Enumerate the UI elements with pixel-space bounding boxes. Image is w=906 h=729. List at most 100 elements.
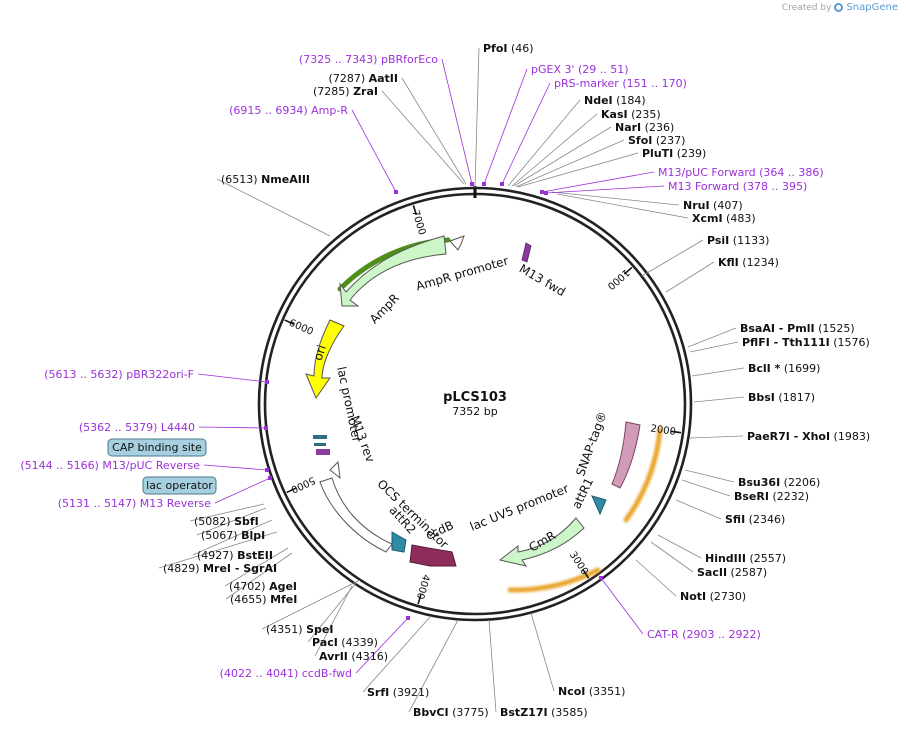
site-leader-line (314, 585, 353, 657)
site-position: (483) (723, 212, 756, 225)
site-leader-line (675, 499, 722, 520)
site-label[interactable]: NcoI (3351) (558, 685, 625, 698)
feature-label-ampr-promoter: AmpR promoter (414, 254, 510, 294)
ocs-terminator-arc (319, 477, 393, 553)
site-leader-line (196, 507, 267, 536)
cap-binding-site-marker (313, 435, 327, 439)
site-position: (1817) (775, 391, 815, 404)
site-label[interactable]: (7287) AatII (329, 72, 398, 85)
primer-label[interactable]: (7325 .. 7343) pBRforEco (299, 53, 438, 66)
site-label[interactable]: SfiI (2346) (725, 513, 785, 526)
site-label[interactable]: NruI (407) (683, 199, 743, 212)
site-position: (3921) (389, 686, 429, 699)
site-label[interactable]: PacI (4339) (312, 636, 378, 649)
site-label[interactable]: (4351) SpeI (266, 623, 333, 636)
site-label[interactable]: Bsu36I (2206) (738, 476, 820, 489)
site-label[interactable]: (6513) NmeAIII (221, 173, 310, 186)
primer-label[interactable]: (5131 .. 5147) M13 Reverse (58, 497, 211, 510)
site-label[interactable]: (7285) ZraI (313, 85, 378, 98)
site-label[interactable]: BstZ17I (3585) (500, 706, 588, 719)
site-name: BstEII (237, 549, 273, 562)
site-label[interactable]: KflI (1234) (718, 256, 779, 269)
site-label[interactable]: NotI (2730) (680, 590, 746, 603)
lac-promoter-arrowhead (329, 460, 341, 480)
site-label[interactable]: XcmI (483) (692, 212, 756, 225)
lac-operator-label: lac operator (146, 479, 213, 492)
primer-leader-line (441, 58, 473, 185)
primer-label[interactable]: (5144 .. 5166) M13/pUC Reverse (20, 459, 200, 472)
primer-label[interactable]: M13/pUC Forward (364 .. 386) (658, 166, 824, 179)
site-position: (5082) (194, 515, 234, 528)
feature-label-m13-fwd: M13 fwd (517, 261, 568, 299)
site-label[interactable]: NdeI (184) (584, 94, 646, 107)
tick-label: 4000 (414, 573, 432, 600)
site-label[interactable]: (5082) SbfI (194, 515, 259, 528)
site-position: (3585) (548, 706, 588, 719)
primer-label[interactable]: pGEX 3' (29 .. 51) (531, 63, 629, 76)
site-label[interactable]: BbvCI (3775) (413, 706, 489, 719)
site-label[interactable]: (4829) MreI - SgrAI (163, 562, 277, 575)
site-position: (2730) (706, 590, 746, 603)
site-label[interactable]: PsiI (1133) (707, 234, 769, 247)
primer-name: pGEX 3' (531, 63, 578, 76)
site-label[interactable]: KasI (235) (601, 108, 661, 121)
site-label[interactable]: PflFI - Tth111I (1576) (742, 336, 870, 349)
primer-label[interactable]: CAT-R (2903 .. 2922) (647, 628, 761, 641)
site-label[interactable]: BbsI (1817) (748, 391, 815, 404)
site-name: BclI * (748, 362, 781, 375)
primer-range: (2903 .. 2922) (682, 628, 761, 641)
site-position: (4339) (338, 636, 378, 649)
primer-label[interactable]: M13 Forward (378 .. 395) (668, 180, 807, 193)
primer-label[interactable]: pRS-marker (151 .. 170) (554, 77, 687, 90)
tick-mark (284, 319, 295, 325)
site-leader-line (687, 327, 737, 348)
site-name: MfeI (270, 593, 297, 606)
site-label[interactable]: (5067) BlpI (201, 529, 265, 542)
site-name: PsiI (707, 234, 729, 247)
site-position: (1133) (729, 234, 769, 247)
site-position: (4655) (230, 593, 270, 606)
site-label[interactable]: (4927) BstEII (197, 549, 273, 562)
site-label[interactable]: (4655) MfeI (230, 593, 297, 606)
site-leader-line (691, 367, 745, 377)
site-name: NdeI (584, 94, 613, 107)
primer-range: (378 .. 395) (743, 180, 808, 193)
site-leader-line (657, 534, 702, 559)
cap-binding-site-callout: CAP binding site (107, 438, 207, 457)
site-label[interactable]: BsaAI - PmlI (1525) (740, 322, 855, 335)
site-label[interactable]: NarI (236) (615, 121, 674, 134)
primer-label[interactable]: (4022 .. 4041) ccdB-fwd (220, 667, 352, 680)
primer-label[interactable]: (5362 .. 5379) L4440 (79, 421, 195, 434)
site-position: (4351) (266, 623, 306, 636)
site-leader-line (307, 582, 357, 643)
site-label[interactable]: PluTI (239) (642, 147, 706, 160)
site-name: NruI (683, 199, 710, 212)
site-leader-line (681, 479, 731, 497)
site-label[interactable]: SfoI (237) (628, 134, 685, 147)
site-label[interactable]: HindIII (2557) (705, 552, 786, 565)
primer-name: Amp-R (311, 104, 348, 117)
site-label[interactable]: BclI * (1699) (748, 362, 820, 375)
m13-fwd-marker (521, 242, 532, 263)
site-name: PaeR7I - XhoI (747, 430, 830, 443)
site-label[interactable]: PfoI (46) (483, 42, 534, 55)
primer-label[interactable]: (5613 .. 5632) pBR322ori-F (44, 368, 194, 381)
site-label[interactable]: SacII (2587) (697, 566, 767, 579)
site-position: (2587) (727, 566, 767, 579)
site-leader-line (635, 559, 677, 597)
site-label[interactable]: AvrII (4316) (319, 650, 388, 663)
site-position: (46) (508, 42, 534, 55)
cap-binding-site-box (107, 438, 207, 457)
site-leader-line (556, 193, 689, 219)
site-name: SbfI (234, 515, 259, 528)
site-leader-line (224, 547, 289, 587)
site-position: (1576) (830, 336, 870, 349)
site-label[interactable]: PaeR7I - XhoI (1983) (747, 430, 870, 443)
site-label[interactable]: (4702) AgeI (229, 580, 297, 593)
ori-arrow (305, 319, 345, 400)
site-leader-line (261, 579, 361, 630)
site-label[interactable]: SrfI (3921) (367, 686, 429, 699)
primer-label[interactable]: (6915 .. 6934) Amp-R (229, 104, 348, 117)
site-leader-line (530, 612, 555, 692)
site-label[interactable]: BseRI (2232) (734, 490, 809, 503)
